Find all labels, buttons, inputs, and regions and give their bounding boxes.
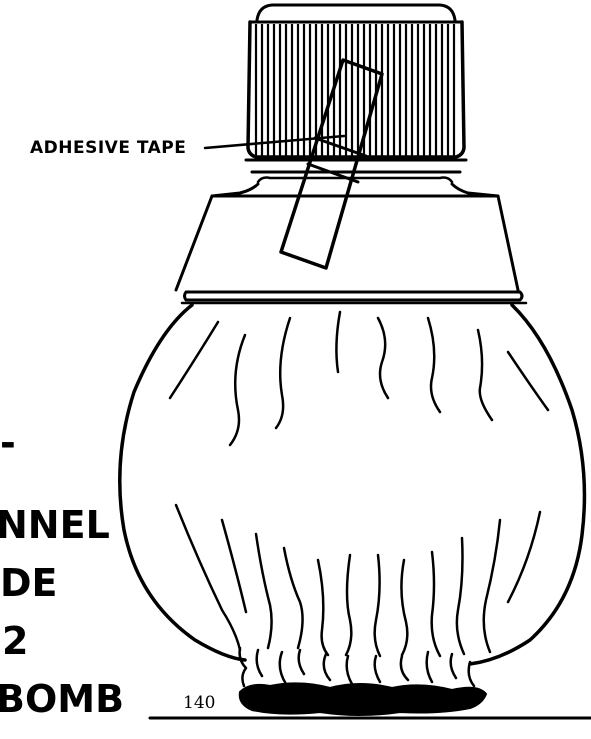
figure-caption: - NNEL DE 2 BOMB [0, 421, 124, 721]
caption-line-1: NNEL [0, 503, 110, 547]
caption-dash: - [0, 421, 16, 465]
bottle-shoulder [176, 184, 526, 303]
caption-line-3: 2 [2, 619, 28, 663]
caption-line-4: BOMB [0, 677, 124, 721]
cloth-bag [120, 305, 585, 686]
bottle-cap [246, 5, 466, 182]
bag-tie-knot [240, 683, 486, 715]
adhesive-tape-strip [281, 60, 382, 268]
callout-label: ADHESIVE TAPE [30, 138, 186, 158]
caption-line-2: DE [0, 561, 58, 605]
page-number-fragment: 140 [183, 693, 215, 713]
